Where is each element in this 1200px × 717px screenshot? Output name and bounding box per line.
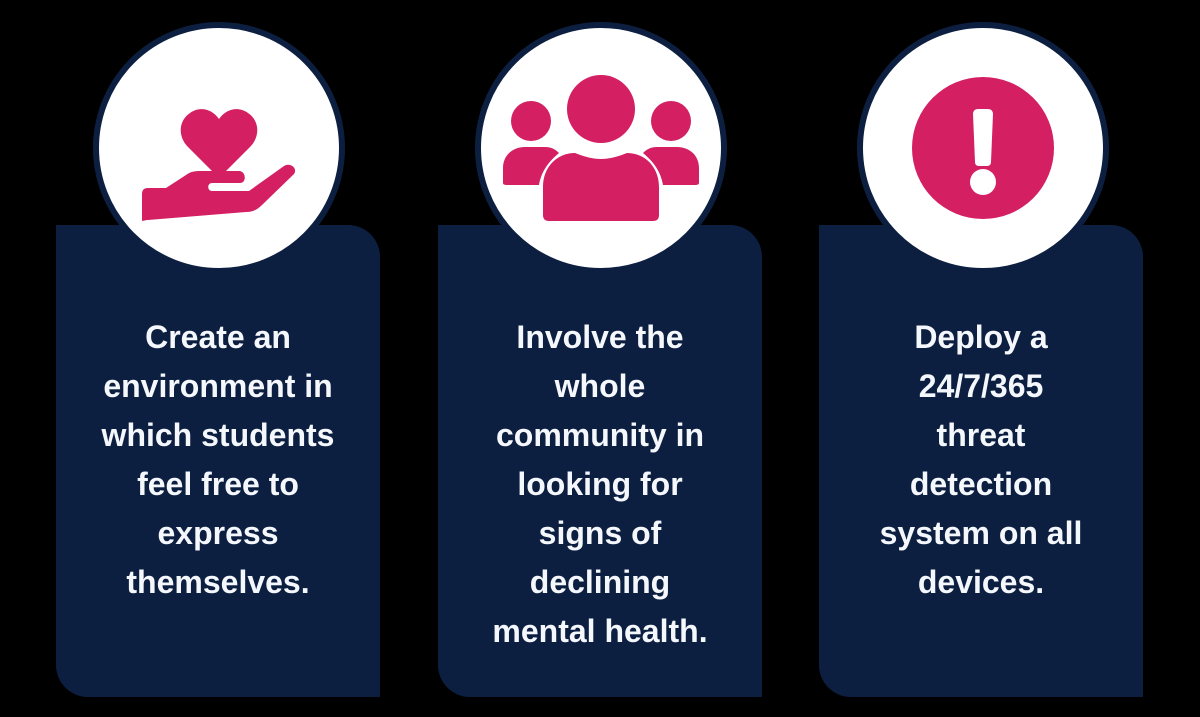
icon-badge-community [475, 22, 727, 274]
group-people-icon [503, 75, 699, 221]
card-line: 24/7/365 [918, 368, 1044, 404]
card-line: whole [554, 368, 646, 404]
card-line: environment in [103, 368, 333, 404]
card-line: Involve the [516, 319, 684, 355]
card-environment: Create an environment in which students … [56, 225, 380, 697]
card-line: looking for [517, 466, 683, 502]
card-line: declining [529, 564, 671, 600]
card-line: Create an [145, 319, 291, 355]
card-line: feel free to [137, 466, 299, 502]
card-threat-detection: Deploy a 24/7/365 threat detection syste… [819, 225, 1143, 697]
heart-in-hand-icon [142, 109, 296, 221]
icon-badge-environment [93, 22, 345, 274]
card-line: Deploy a [914, 319, 1048, 355]
card-line: threat [936, 417, 1026, 453]
card-line: community in [495, 417, 704, 453]
card-text: Involve the whole community in looking f… [438, 313, 762, 656]
card-line: system on all [879, 515, 1083, 551]
card-line: express [157, 515, 279, 551]
card-line: themselves. [126, 564, 310, 600]
card-community: Involve the whole community in looking f… [438, 225, 762, 697]
card-line: which students [101, 417, 335, 453]
card-line: detection [909, 466, 1053, 502]
card-line: devices. [917, 564, 1045, 600]
card-line: mental health. [492, 613, 708, 649]
icon-badge-threat [857, 22, 1109, 274]
exclamation-circle-icon [912, 77, 1054, 219]
card-line: signs of [538, 515, 662, 551]
card-text: Create an environment in which students … [56, 313, 380, 607]
card-text: Deploy a 24/7/365 threat detection syste… [819, 313, 1143, 607]
